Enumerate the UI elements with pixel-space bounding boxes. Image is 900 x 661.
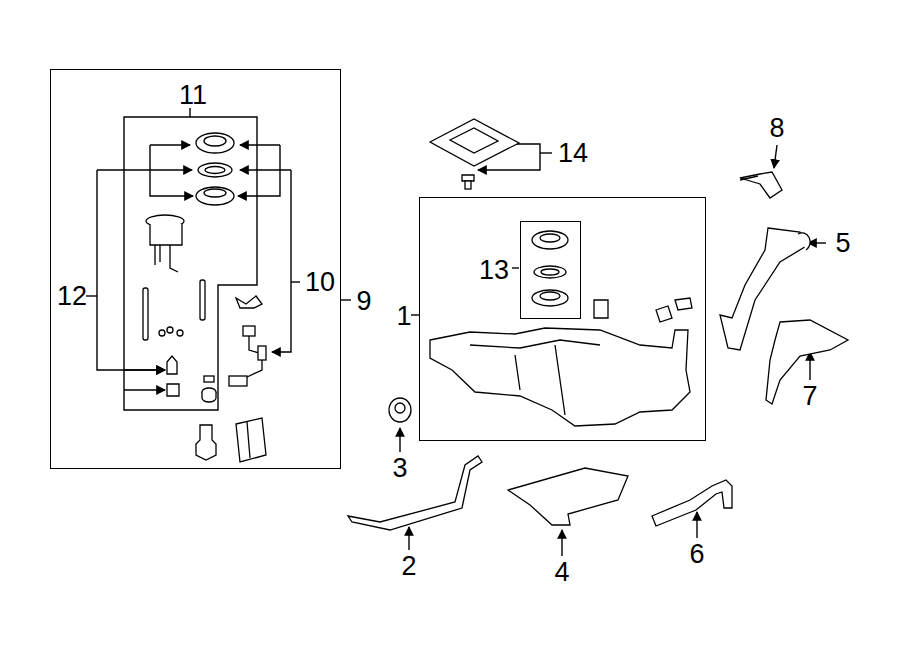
group-box: 9 bbox=[50, 69, 341, 469]
group-box: 113 bbox=[419, 197, 706, 441]
callout-number: 13 bbox=[477, 256, 511, 285]
callout-number: 1 bbox=[394, 302, 413, 331]
callout-number: 7 bbox=[800, 382, 819, 411]
callout-number: 5 bbox=[833, 229, 852, 258]
callout-number: 9 bbox=[354, 287, 373, 316]
callout-number: 11 bbox=[177, 81, 209, 110]
callout-number: 14 bbox=[556, 139, 590, 168]
callout-number: 12 bbox=[55, 282, 89, 311]
group-box: 13 bbox=[520, 221, 581, 319]
callout-number: 4 bbox=[552, 558, 571, 587]
callout-number: 3 bbox=[390, 454, 409, 483]
callout-number: 6 bbox=[687, 540, 706, 569]
callout-number: 2 bbox=[399, 552, 418, 581]
brackets bbox=[86, 108, 826, 556]
callout-number: 10 bbox=[303, 268, 337, 297]
callout-number: 8 bbox=[767, 114, 786, 143]
